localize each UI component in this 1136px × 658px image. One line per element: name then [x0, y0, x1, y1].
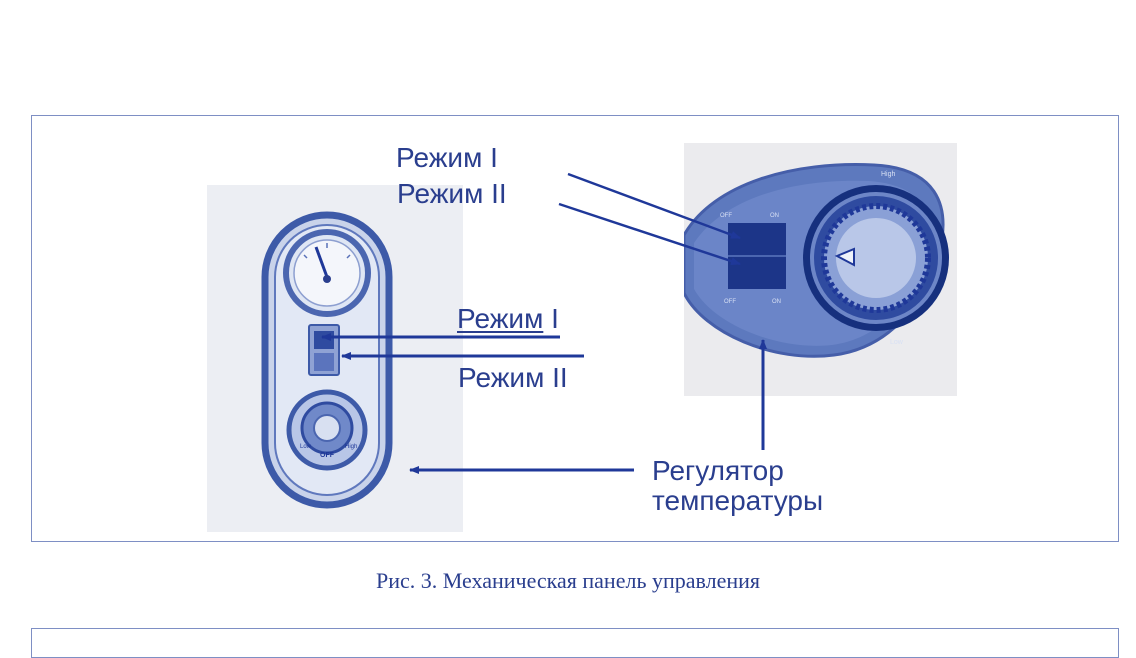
label-regulator-line1: Регулятор	[652, 455, 784, 486]
label-mid-mode2: Режим II	[458, 362, 568, 393]
knob-high-text: High	[345, 444, 357, 450]
text-off-bottom: OFF	[724, 299, 736, 305]
text-low: Low	[890, 339, 904, 346]
label-mid-mode1-prefix: Режим	[457, 303, 544, 334]
label-regulator-line2: температуры	[652, 485, 824, 516]
label-top-mode2: Режим II	[397, 178, 507, 209]
figure-caption: Рис. 3. Механическая панель управления	[375, 568, 761, 593]
next-figure-frame	[31, 628, 1119, 658]
figure-frame	[31, 115, 1119, 542]
label-mid-mode1: Режим I	[457, 304, 559, 334]
round-control-panel-photo: High OFF ON OFF ON Low	[684, 143, 957, 396]
knob-low-text: Low	[300, 444, 312, 450]
label-temperature-regulator: Регулятор температуры	[652, 456, 823, 516]
label-top-mode1: Режим I	[396, 142, 498, 173]
arrow-top-mode1	[567, 172, 741, 240]
knob-off-text: OFF	[320, 452, 335, 459]
label-mid-mode1-suffix: I	[543, 303, 559, 334]
arrow-top-mode2	[558, 202, 741, 266]
text-high: High	[881, 171, 896, 178]
text-on-top: ON	[770, 213, 779, 219]
text-off-top: OFF	[720, 213, 732, 219]
callout-arrows	[321, 172, 767, 474]
text-on-bottom: ON	[772, 299, 781, 305]
